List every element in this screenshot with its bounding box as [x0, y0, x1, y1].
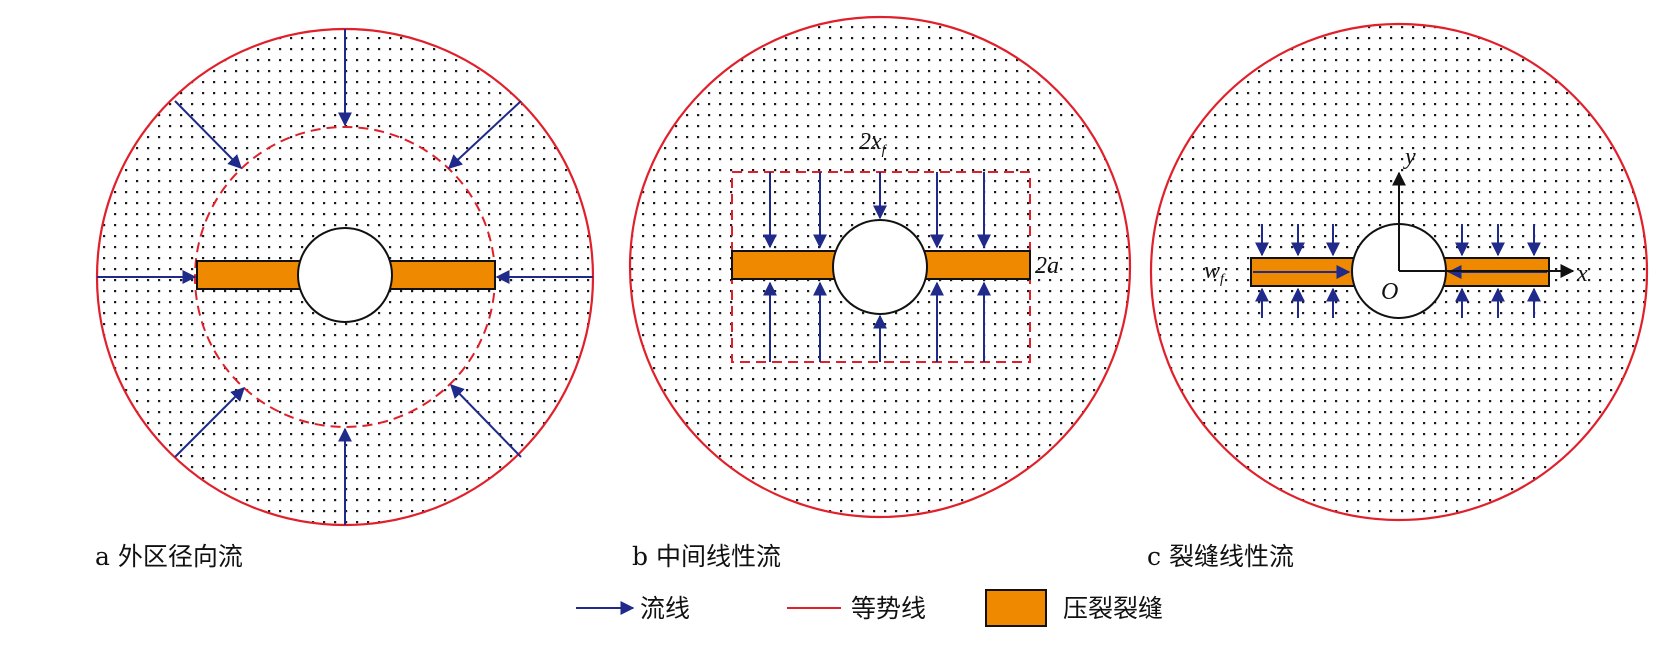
length-label: 2xf — [859, 129, 888, 158]
radial-streamlines — [97, 29, 593, 525]
width-label: wf — [1204, 258, 1226, 287]
coordinate-axes — [1392, 171, 1575, 278]
wellbore — [832, 219, 928, 315]
panel-c-caption: c 裂缝线性流 — [1147, 542, 1294, 571]
origin-label: O — [1381, 279, 1398, 305]
linear-streamlines — [763, 172, 991, 362]
streamline-arrow — [450, 383, 522, 458]
legend-equipotential-label: 等势线 — [851, 594, 926, 623]
streamline-arrow — [174, 100, 242, 169]
panel-b-caption: b 中间线性流 — [632, 542, 781, 571]
wellbore — [297, 227, 393, 323]
legend-fracture-label: 压裂裂缝 — [1063, 594, 1163, 623]
width-label: 2a — [1035, 253, 1059, 279]
legend: 流线 等势线 压裂裂缝 — [576, 589, 1163, 627]
y-axis-label: y — [1403, 144, 1416, 170]
streamline-arrow — [174, 387, 245, 458]
panel-a-caption: a 外区径向流 — [95, 542, 243, 571]
legend-fracture-icon — [985, 589, 1047, 627]
panel-c: y x O wf — [1149, 22, 1649, 522]
streamline-arrow — [447, 100, 522, 169]
panel-b: 2xf 2a — [628, 15, 1132, 519]
panel-a — [95, 27, 595, 527]
legend-streamline-label: 流线 — [640, 594, 690, 623]
x-axis-label: x — [1576, 261, 1588, 287]
